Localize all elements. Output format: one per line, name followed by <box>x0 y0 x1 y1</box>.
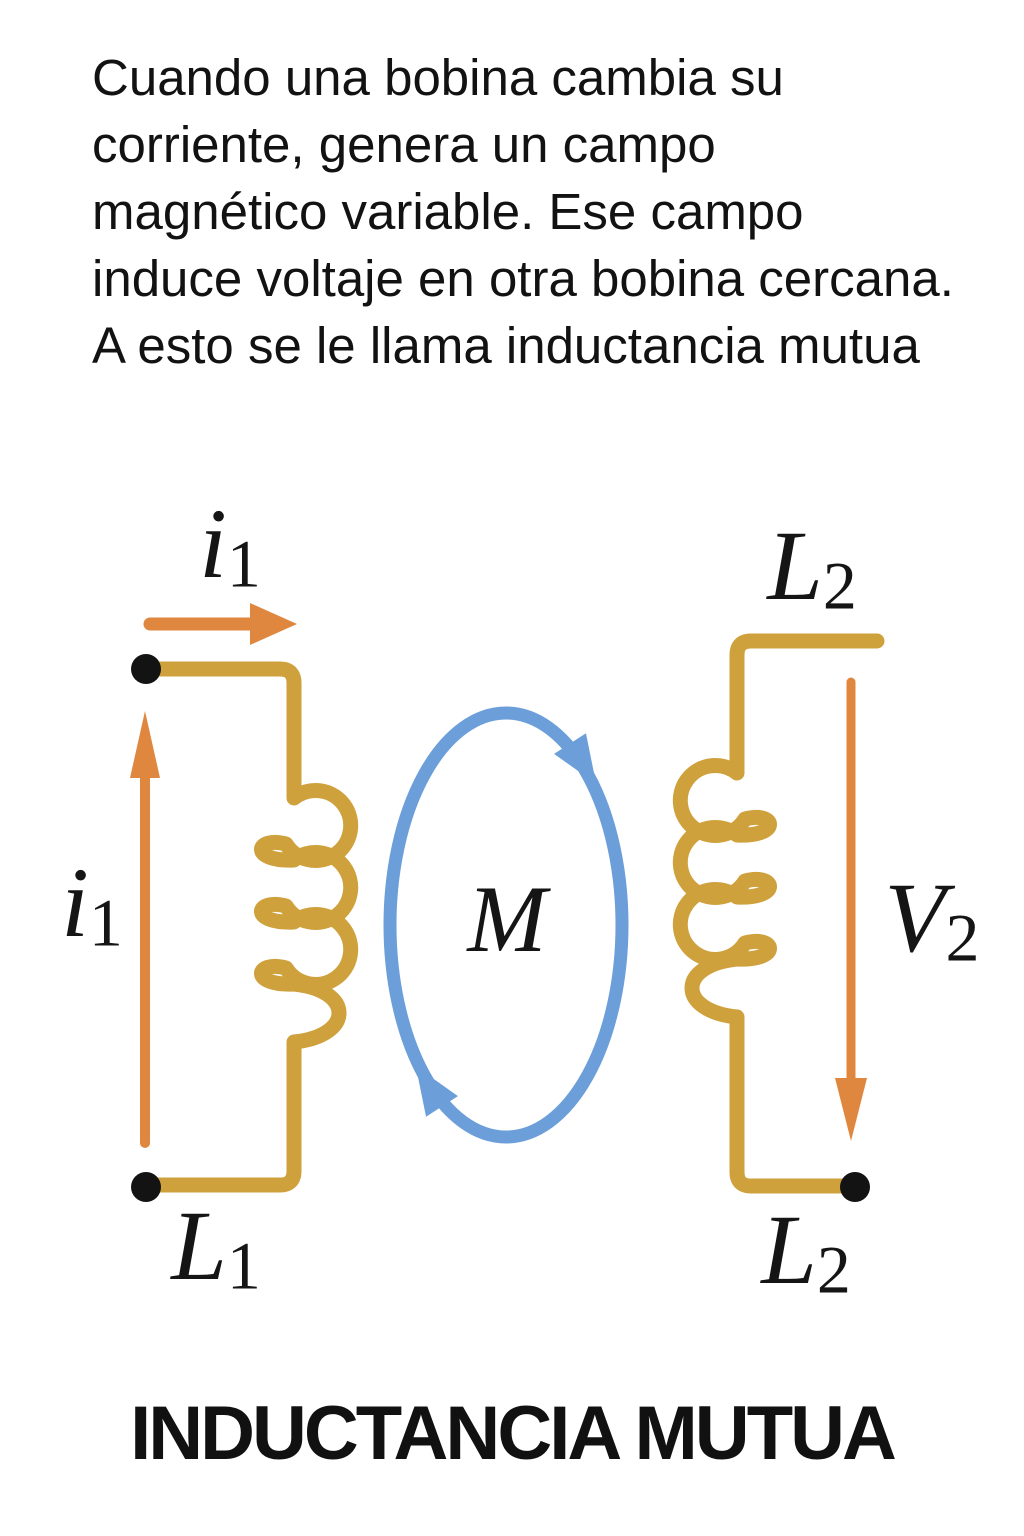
main-title: INDUCTANCIA MUTUA <box>130 1391 897 1476</box>
voltage-arrow-right-head <box>835 1078 867 1141</box>
inductor-label-right-bottom: L2 <box>740 1200 872 1304</box>
coupling-arrowhead-top <box>554 733 597 784</box>
mutual-inductance-label-main: M <box>467 866 547 972</box>
voltage-label-right-main: V <box>884 862 946 973</box>
inductor-label-left: L1 <box>150 1196 282 1300</box>
mutual-inductance-label: M <box>440 872 574 967</box>
inductor-label-left-main: L <box>171 1190 227 1301</box>
current-label-left-sub: 1 <box>88 884 123 961</box>
mutual-coupling-ellipse <box>383 706 629 1144</box>
inductor-label-right-bottom-sub: 2 <box>816 1231 851 1308</box>
current-label-top: i1 <box>166 494 294 598</box>
intro-paragraph: Cuando una bobina cambia su corriente, g… <box>92 49 954 374</box>
inductor-label-right-top: L2 <box>742 516 882 620</box>
current-label-top-sub: 1 <box>226 525 261 602</box>
current-arrow-top-head <box>250 603 297 645</box>
inductor-label-left-sub: 1 <box>226 1227 261 1304</box>
node-left-bottom <box>131 1172 161 1202</box>
inductor-label-right-bottom-main: L <box>761 1194 817 1305</box>
node-left-top <box>131 654 161 684</box>
coupling-arrowhead-bottom <box>415 1066 458 1117</box>
voltage-label-right-sub: 2 <box>945 899 980 976</box>
current-label-top-main: i <box>199 488 227 599</box>
node-right-bottom <box>840 1172 870 1202</box>
voltage-label-right: V2 <box>866 868 998 972</box>
current-label-left: i1 <box>28 853 156 957</box>
current-label-left-main: i <box>61 847 89 958</box>
inductor-label-right-top-main: L <box>767 510 823 621</box>
right-circuit-wire <box>672 633 885 1194</box>
inductor-label-right-top-sub: 2 <box>822 547 857 624</box>
left-circuit-wire <box>138 661 359 1193</box>
current-arrow-left-head <box>130 711 160 778</box>
